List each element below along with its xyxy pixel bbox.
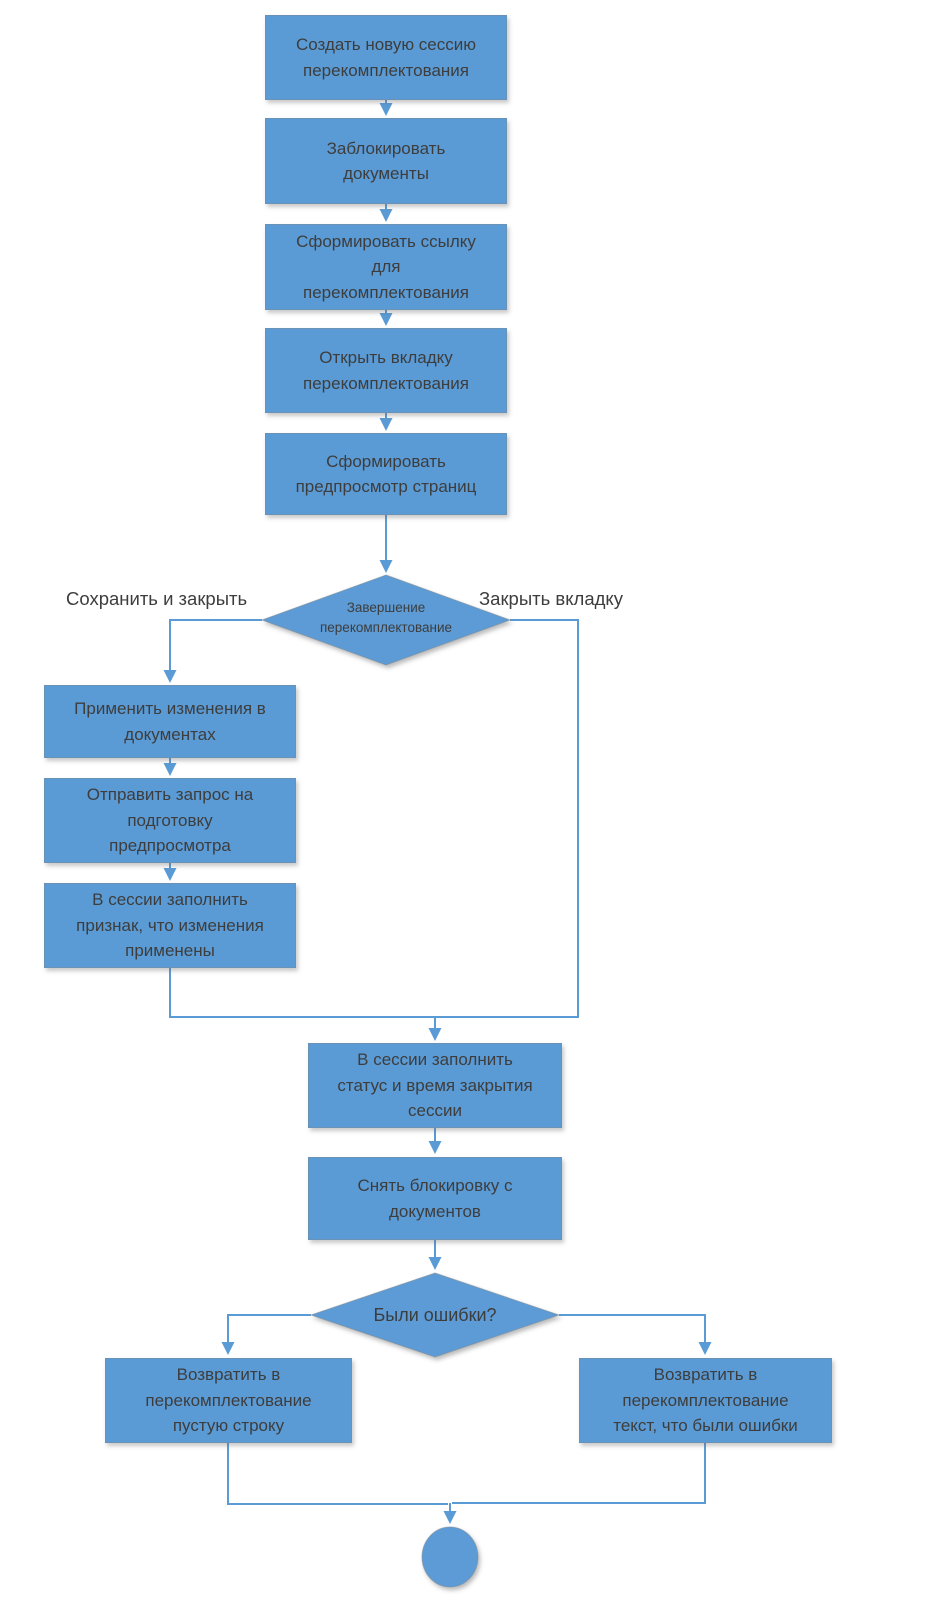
- end-node-circle: [421, 1526, 479, 1588]
- edge-label-save-and-close: Сохранить и закрыть: [66, 588, 248, 609]
- decision-finish-label: Завершение перекомплектование: [319, 600, 452, 635]
- edge-label-close-tab: Закрыть вкладку: [479, 588, 623, 609]
- decision-errors-shape: [309, 1272, 561, 1358]
- node-form-preview: Сформировать предпросмотр страниц: [265, 433, 507, 515]
- node-fill-flag: В сессии заполнить признак, что изменени…: [44, 883, 296, 968]
- decision-finish-shape: [260, 574, 512, 666]
- edge-decision-close-tab: [437, 619, 579, 1018]
- node-send-request: Отправить запрос на подготовку предпросм…: [44, 778, 296, 863]
- edge-flag-to-merge: [169, 968, 437, 1018]
- edge-errors-to-empty: [221, 1314, 311, 1355]
- edge-decision-save-close: [163, 619, 262, 683]
- edge-empty-to-end: [227, 1443, 448, 1505]
- node-unlock-documents: Снять блокировку с документов: [308, 1157, 562, 1240]
- node-create-session: Создать новую сессию перекомплектования: [265, 15, 507, 100]
- node-apply-changes: Применить изменения в документах: [44, 685, 296, 758]
- node-open-tab: Открыть вкладку перекомплектования: [265, 328, 507, 413]
- node-form-link: Сформировать ссылку для перекомплектован…: [265, 224, 507, 310]
- decision-errors-label: Были ошибки?: [373, 1305, 497, 1325]
- node-return-error: Возвратить в перекомплектование текст, ч…: [579, 1358, 832, 1443]
- edge-errortext-to-end: [452, 1443, 706, 1504]
- node-lock-documents: Заблокировать документы: [265, 118, 507, 204]
- edge-errors-to-errortext: [559, 1314, 712, 1355]
- node-return-empty: Возвратить в перекомплектование пустую с…: [105, 1358, 352, 1443]
- node-fill-status: В сессии заполнить статус и время закрыт…: [308, 1043, 562, 1128]
